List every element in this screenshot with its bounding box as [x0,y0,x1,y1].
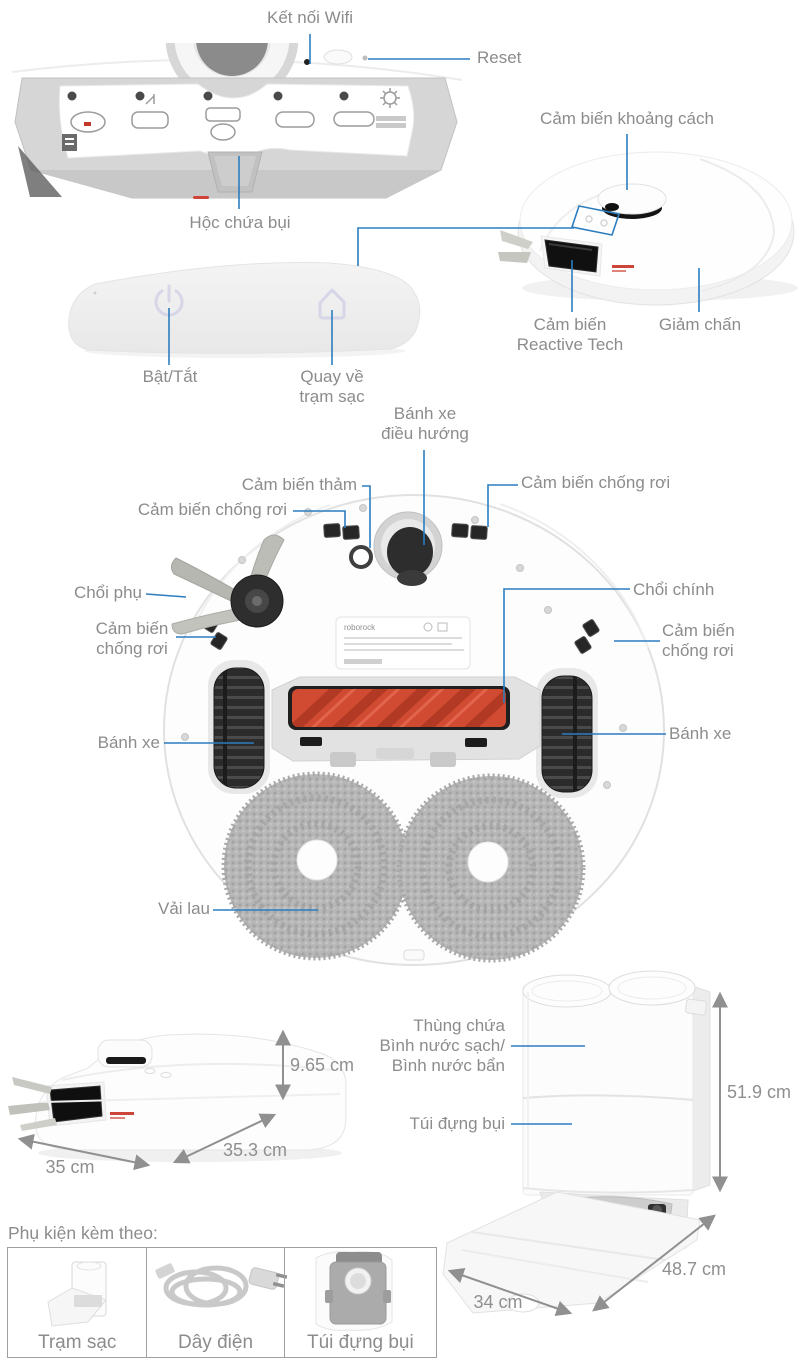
accessory-cell-dock: Trạm sạc [8,1248,148,1357]
leader-lines [145,34,700,1125]
side-brush-label: Chổi phụ [73,583,142,602]
button-highlight-box [570,205,621,236]
sticker-brand-text: roborock [344,623,376,632]
return-dock-label: Quay về trạm sạc [299,367,365,407]
arrow-robot-depth [172,1113,277,1164]
accessory-cell-cord: Dây điện [147,1248,285,1357]
dimension-arrows [17,991,728,1317]
instruction-pictograms [67,88,406,141]
accessory-cell-bag: Túi đựng bụi [285,1248,436,1357]
main-brush-label: Chổi chính [633,580,715,599]
accessory-label: Túi đựng bụi [306,1332,414,1353]
bumper-label: Giảm chấn [658,315,742,334]
power-label: Bật/Tắt [142,367,198,386]
mop-pads [221,771,586,963]
screws [181,504,627,789]
reactive-tech-label: Cảm biến Reactive Tech [516,315,624,355]
home-icon [318,288,346,320]
robot-depth-dim: 35.3 cm [222,1140,288,1160]
leader-carpet-sensor [362,485,371,548]
cliff-sensor-top-right-label: Cảm biến chống rơi [521,473,671,492]
accessories-table: Trạm sạc Dây điện Túi đựng bụi [7,1247,437,1358]
arrow-robot-width [17,1133,151,1171]
leader-cliff-top-right [487,484,518,527]
arrow-dock-depth [592,1214,716,1312]
robot-height-dim: 9.65 cm [290,1055,355,1075]
wifi-label: Kết nối Wifi [267,8,353,27]
distance-sensor-label: Cảm biến khoảng cách [540,109,714,128]
accessory-label: Trạm sạc [37,1332,117,1353]
cliff-sensors-top [323,523,488,540]
leader-main-brush [503,588,630,703]
mop-label: Vải lau [158,899,210,918]
water-tank-label: Thùng chứa Bình nước sạch/ Bình nước bẩn [379,1016,505,1076]
carpet-sensor-label: Cảm biến thảm [241,475,357,494]
lid-photo [68,261,421,358]
dock-height-dim: 51.9 cm [727,1082,792,1102]
robot-width-dim: 35 cm [45,1157,95,1177]
dustbin-photo [11,43,463,199]
accessory-label: Dây điện [178,1332,254,1353]
arrow-dock-width [447,1267,573,1317]
cliff-sensor-right-label: Cảm biến chống rơi [662,621,735,661]
robot-bottom-photo: roborock [163,494,665,966]
accessories-heading: Phụ kiện kèm theo: [8,1223,158,1243]
robot-top-photo [498,151,798,306]
side-brush [170,534,285,635]
leader-side-brush [145,593,187,598]
dust-bag-icon [315,1251,393,1331]
dock-width-dim: 34 cm [473,1292,523,1312]
leader-cliff-top-left [293,510,346,528]
reset-label: Reset [477,48,522,67]
power-cord-icon [155,1263,288,1308]
wheel-right-label: Bánh xe [669,724,732,743]
dustbin-label: Hộc chứa bụi [189,213,291,232]
dock-icon [47,1261,107,1327]
cliff-sensor-top-left-label: Cảm biến chống rơi [137,500,287,519]
dust-bag-label: Túi đựng bụi [409,1114,506,1133]
cliff-sensor-left-label: Cảm biến chống rơi [95,619,169,659]
dock-photo [442,970,711,1314]
dock-depth-dim: 48.7 cm [662,1259,727,1279]
rating-sticker: roborock [335,616,471,670]
main-brush-module [271,676,541,767]
wheel-left-label: Bánh xe [97,733,160,752]
leader-lid-to-buttons [357,227,574,266]
caster-wheel-label: Bánh xe điều hướng [381,404,469,444]
